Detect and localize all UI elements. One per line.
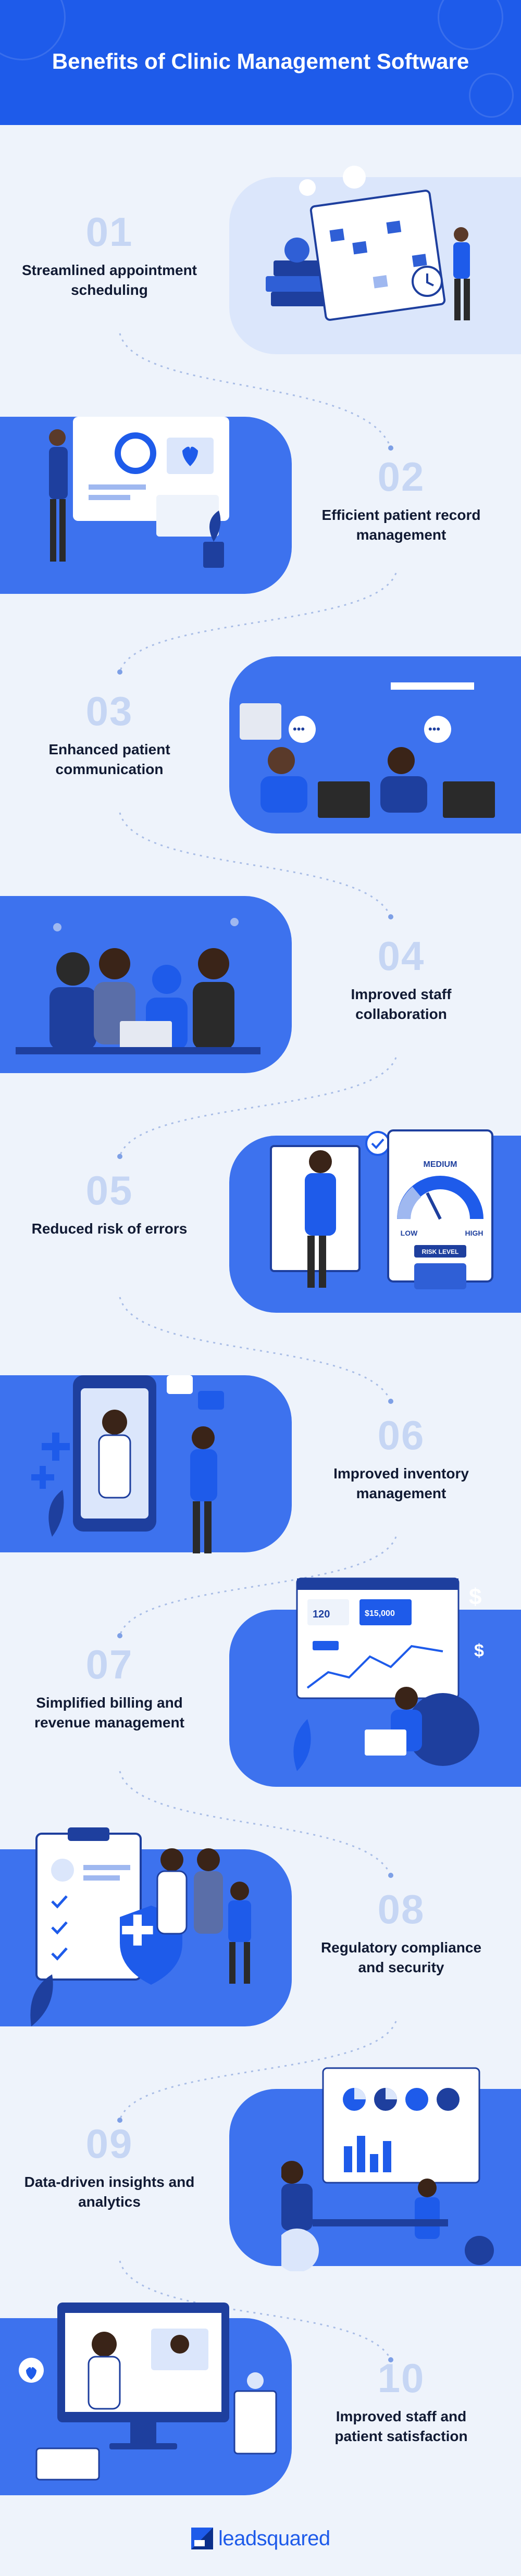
benefit-04: 04 Improved staff collaboration	[0, 860, 521, 1110]
brand-name: leadsquared	[218, 2527, 330, 2550]
benefit-number: 10	[377, 2355, 425, 2401]
leadsquared-logo-icon	[191, 2528, 213, 2549]
gauge-medium-label: MEDIUM	[424, 1160, 457, 1169]
benefit-title: Efficient patient record management	[321, 507, 481, 543]
benefit-10: 10 Improved staff and patient satisfacti…	[0, 2282, 521, 2532]
benefit-09: 09 Data-driven insights and analytics	[0, 2052, 521, 2303]
benefit-number: 03	[85, 688, 133, 734]
benefit-number: 04	[377, 933, 425, 979]
svg-text:$: $	[469, 1584, 481, 1610]
staff-collaboration-illustration	[16, 918, 260, 1054]
footer: leadsquared	[0, 2506, 521, 2576]
staff-patient-satisfaction-illustration	[19, 2303, 277, 2481]
benefit-number: 07	[85, 1641, 133, 1687]
benefit-number: 06	[377, 1412, 425, 1458]
benefit-title: Reduced risk of errors	[31, 1221, 188, 1237]
analytics-insights-illustration	[281, 2067, 494, 2271]
benefit-02: 02 Efficient patient record management	[0, 380, 521, 630]
benefit-number: 05	[85, 1167, 133, 1213]
gauge-risk-label: RISK LEVEL	[422, 1248, 459, 1255]
benefit-title: Regulatory compliance and security	[320, 1939, 482, 1975]
header-banner: Benefits of Clinic Management Software	[0, 0, 521, 125]
benefit-title: Streamlined appointment scheduling	[21, 262, 197, 298]
compliance-security-illustration	[30, 1827, 251, 2026]
benefit-03: 03 Enhanced patient communication ••• ••…	[0, 620, 521, 870]
billing-stat-amount: $15,000	[365, 1609, 395, 1618]
patient-communication-illustration: ••• •••	[240, 682, 495, 818]
brand-logo[interactable]: leadsquared	[190, 2527, 330, 2550]
benefit-number: 01	[85, 209, 133, 255]
page-title: Benefits of Clinic Management Software	[52, 49, 469, 73]
benefit-title: Improved staff collaboration	[351, 986, 452, 1022]
billing-stat-count: 120	[313, 1609, 330, 1620]
benefit-number: 08	[377, 1886, 425, 1932]
patient-records-illustration	[49, 417, 229, 568]
benefit-title: Data-driven insights and analytics	[24, 2174, 195, 2210]
benefit-06: 06 Improved inventory management	[0, 1339, 521, 1589]
benefit-number: 02	[377, 454, 425, 500]
billing-revenue-illustration: 120 $15,000 $ $	[293, 1577, 484, 1771]
gauge-high-label: HIGH	[465, 1229, 483, 1237]
inventory-management-illustration	[31, 1375, 224, 1553]
gauge-low-label: LOW	[401, 1229, 418, 1237]
risk-gauge-illustration: MEDIUM LOW HIGH RISK LEVEL	[270, 1129, 493, 1289]
benefit-title: Improved inventory management	[333, 1465, 469, 1501]
benefit-title: Improved staff and patient satisfaction	[334, 2408, 468, 2444]
benefit-title: Enhanced patient communication	[48, 741, 170, 777]
benefit-05: 05 Reduced risk of errors MEDIUM LOW HIG…	[0, 1099, 521, 1349]
svg-text:•••: •••	[293, 723, 305, 736]
svg-text:•••: •••	[428, 723, 440, 736]
benefit-title: Simplified billing and revenue managemen…	[34, 1695, 184, 1731]
benefit-01: 01 Streamlined appointment scheduling	[0, 141, 521, 391]
benefit-number: 09	[85, 2121, 133, 2167]
benefit-07: 07 Simplified billing and revenue manage…	[0, 1573, 521, 1823]
svg-text:$: $	[474, 1641, 484, 1661]
header-decoration	[469, 73, 514, 118]
benefit-08: 08 Regulatory compliance and security	[0, 1813, 521, 2063]
calendar-scheduling-illustration	[266, 166, 470, 321]
